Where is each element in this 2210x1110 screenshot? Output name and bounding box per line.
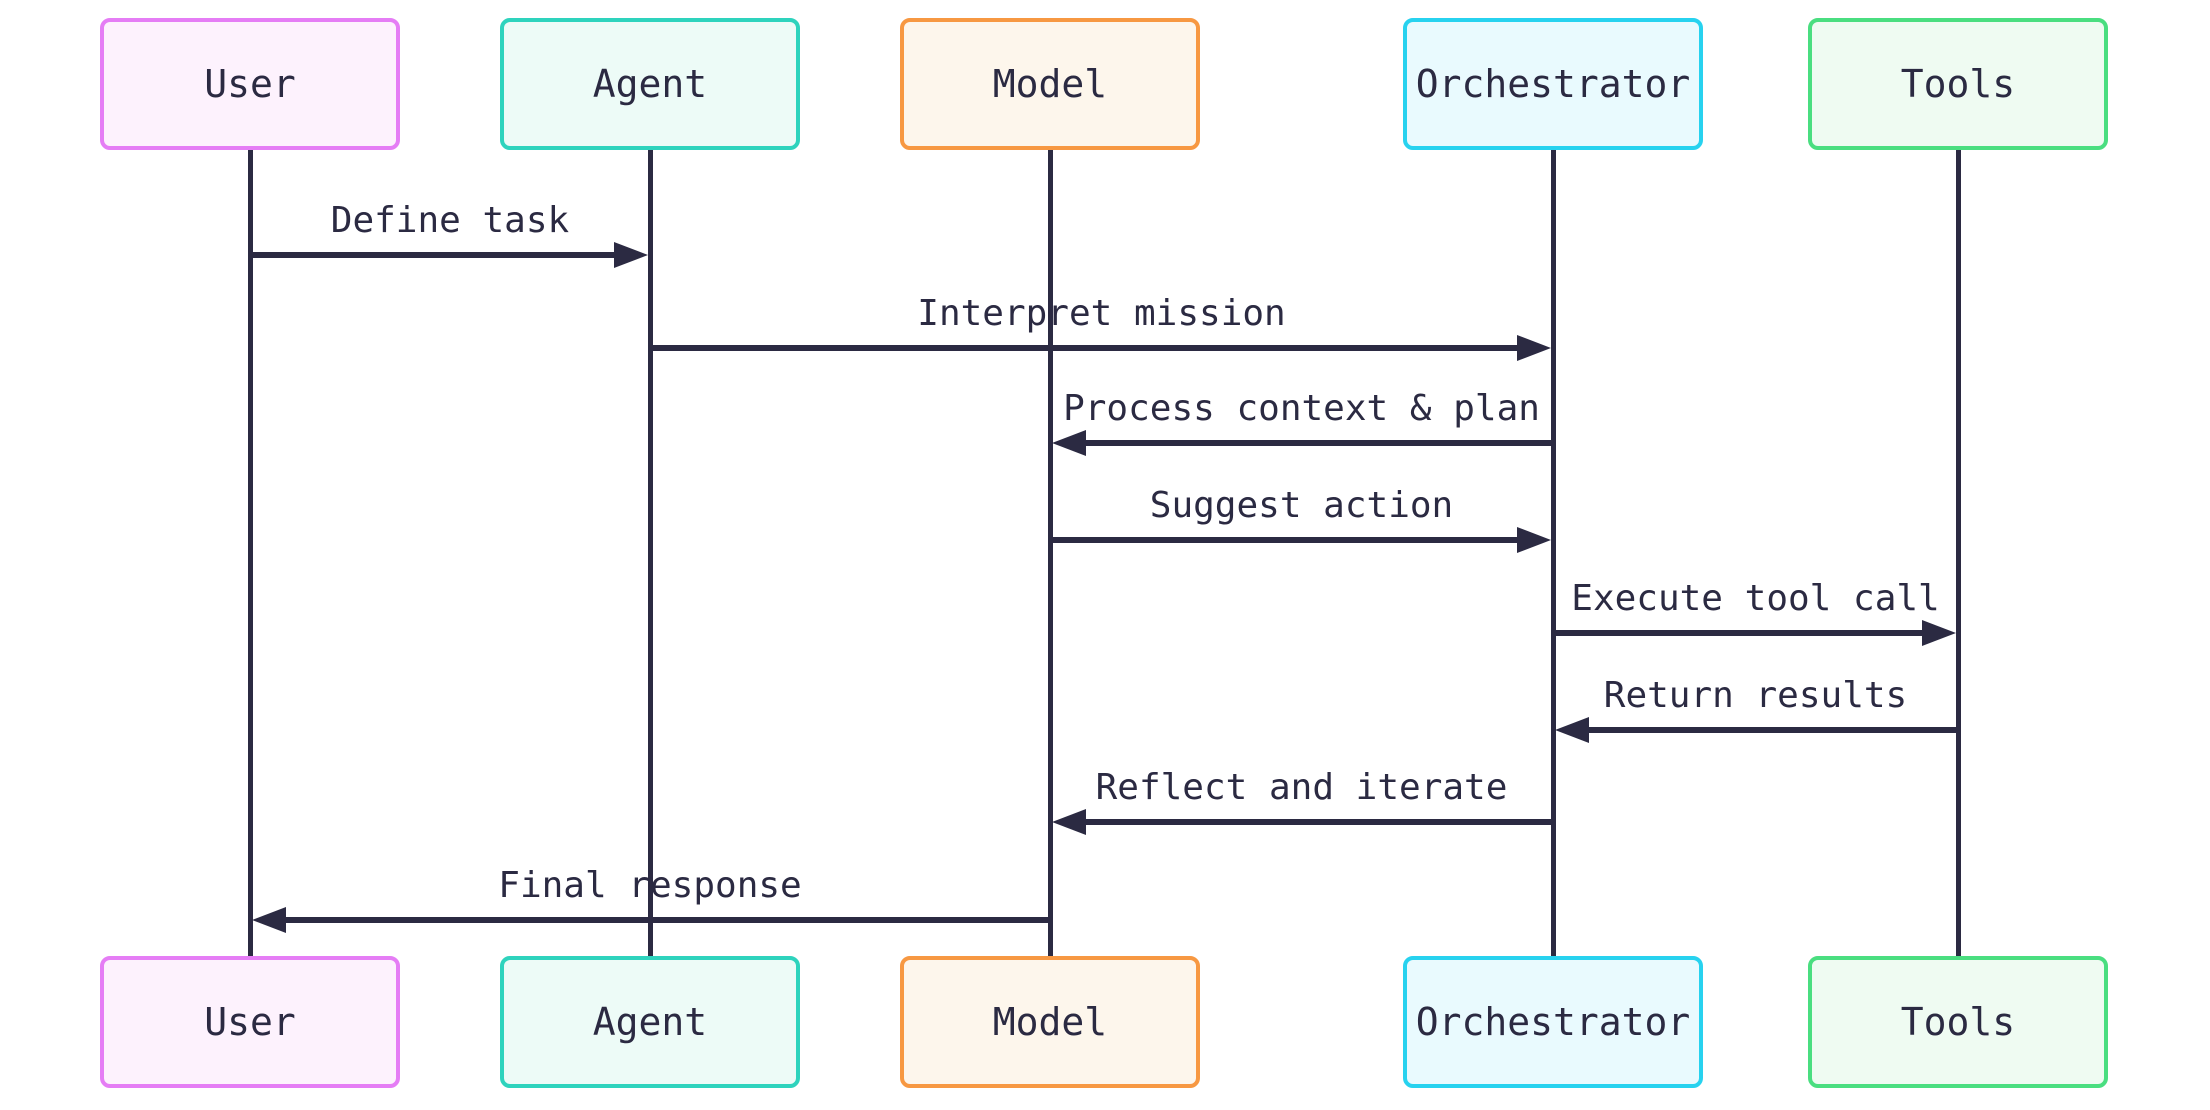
actor-label: User: [204, 62, 296, 106]
lifeline-orchestrator: [1550, 150, 1556, 956]
arrowhead-icon: [1555, 717, 1589, 743]
actor-label: Model: [992, 1000, 1108, 1044]
message-line: [1050, 537, 1525, 543]
actor-box-tools-bottom: Tools: [1808, 956, 2108, 1088]
actor-label: User: [204, 1000, 296, 1044]
message-label: Interpret mission: [917, 293, 1286, 334]
lifeline-tools: [1955, 150, 1961, 956]
lifeline-model: [1047, 150, 1053, 956]
actor-box-model-bottom: Model: [900, 956, 1200, 1088]
actor-label: Tools: [1900, 1000, 2016, 1044]
arrowhead-icon: [252, 907, 286, 933]
lifeline-user: [247, 150, 253, 956]
message-line: [1078, 819, 1553, 825]
message-label: Reflect and iterate: [1095, 767, 1508, 808]
actor-box-user-top: User: [100, 18, 400, 150]
actor-box-tools-top: Tools: [1808, 18, 2108, 150]
message-line: [278, 917, 1050, 923]
actor-box-agent-bottom: Agent: [500, 956, 800, 1088]
actor-label: Orchestrator: [1415, 1000, 1691, 1044]
arrowhead-icon: [1052, 809, 1086, 835]
actor-box-orchestrator-top: Orchestrator: [1403, 18, 1703, 150]
arrowhead-icon: [1922, 620, 1956, 646]
actor-label: Orchestrator: [1415, 62, 1691, 106]
actor-label: Model: [992, 62, 1108, 106]
actor-box-orchestrator-bottom: Orchestrator: [1403, 956, 1703, 1088]
actor-label: Agent: [592, 62, 708, 106]
message-label: Execute tool call: [1571, 578, 1940, 619]
message-label: Process context & plan: [1063, 388, 1540, 429]
actor-box-user-bottom: User: [100, 956, 400, 1088]
arrowhead-icon: [1052, 430, 1086, 456]
actor-label: Agent: [592, 1000, 708, 1044]
message-label: Final response: [498, 865, 802, 906]
message-line: [1553, 630, 1930, 636]
lifeline-agent: [647, 150, 653, 956]
arrowhead-icon: [614, 242, 648, 268]
arrowhead-icon: [1517, 527, 1551, 553]
actor-label: Tools: [1900, 62, 2016, 106]
message-line: [650, 345, 1525, 351]
message-label: Return results: [1603, 675, 1908, 716]
actor-box-agent-top: Agent: [500, 18, 800, 150]
arrowhead-icon: [1517, 335, 1551, 361]
message-line: [1581, 727, 1958, 733]
message-label: Define task: [330, 200, 570, 241]
message-line: [1078, 440, 1553, 446]
actor-box-model-top: Model: [900, 18, 1200, 150]
message-line: [250, 252, 622, 258]
message-label: Suggest action: [1149, 485, 1454, 526]
